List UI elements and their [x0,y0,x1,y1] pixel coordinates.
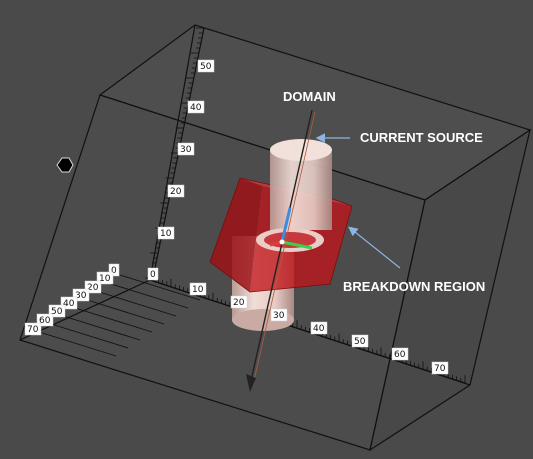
svg-text:30: 30 [75,291,87,301]
vertical-tick-labels: 0 10 20 30 40 50 [147,59,215,281]
depth-axis-lines [35,274,201,357]
svg-text:70: 70 [27,325,39,335]
svg-text:0: 0 [150,270,156,280]
vertical-tick-label: 50 [197,59,215,73]
svg-text:30: 30 [273,311,285,321]
svg-text:20: 20 [87,283,99,293]
current-source-wire [246,109,316,392]
svg-text:0: 0 [111,266,117,276]
depth-tick-label: 70 [24,322,42,336]
svg-text:50: 50 [51,307,63,317]
upper-cylinder [256,139,332,252]
svg-text:60: 60 [394,350,406,360]
svg-text:50: 50 [354,337,366,347]
horizontal-tick-label: 30 [270,308,288,322]
current-source-label: CURRENT SOURCE [360,130,483,145]
horizontal-tick-label: 20 [230,295,248,309]
svg-text:20: 20 [233,298,245,308]
vertical-tick-label: 40 [187,100,205,114]
horizontal-tick-label: 50 [351,334,369,348]
domain-label: DOMAIN [283,89,336,104]
svg-text:40: 40 [313,324,325,334]
svg-text:70: 70 [434,364,446,374]
svg-text:50: 50 [200,62,212,72]
svg-text:60: 60 [39,316,51,326]
svg-text:10: 10 [99,274,111,284]
svg-text:30: 30 [180,145,192,155]
vertical-tick-label: 20 [167,184,185,198]
vertical-tick-label: 10 [157,226,175,240]
annotation-arrows [315,133,401,269]
vertical-tick-label: 0 [147,267,159,281]
vertical-tick-label: 30 [177,142,195,156]
breakdown-region-label: BREAKDOWN REGION [343,279,485,294]
svg-text:40: 40 [190,103,202,113]
svg-text:10: 10 [160,229,172,239]
horizontal-tick-labels: 10 20 30 40 50 60 70 [189,282,449,375]
svg-text:20: 20 [170,187,182,197]
depth-tick-label: 0 [108,263,120,277]
svg-text:40: 40 [63,299,75,309]
horizontal-tick-label: 10 [189,282,207,296]
vertex-node-icon[interactable] [56,157,74,173]
transform-gizmo[interactable] [269,207,313,250]
svg-text:10: 10 [192,285,204,295]
horizontal-tick-label: 70 [431,361,449,375]
horizontal-tick-label: 60 [391,347,409,361]
horizontal-tick-label: 40 [310,321,328,335]
